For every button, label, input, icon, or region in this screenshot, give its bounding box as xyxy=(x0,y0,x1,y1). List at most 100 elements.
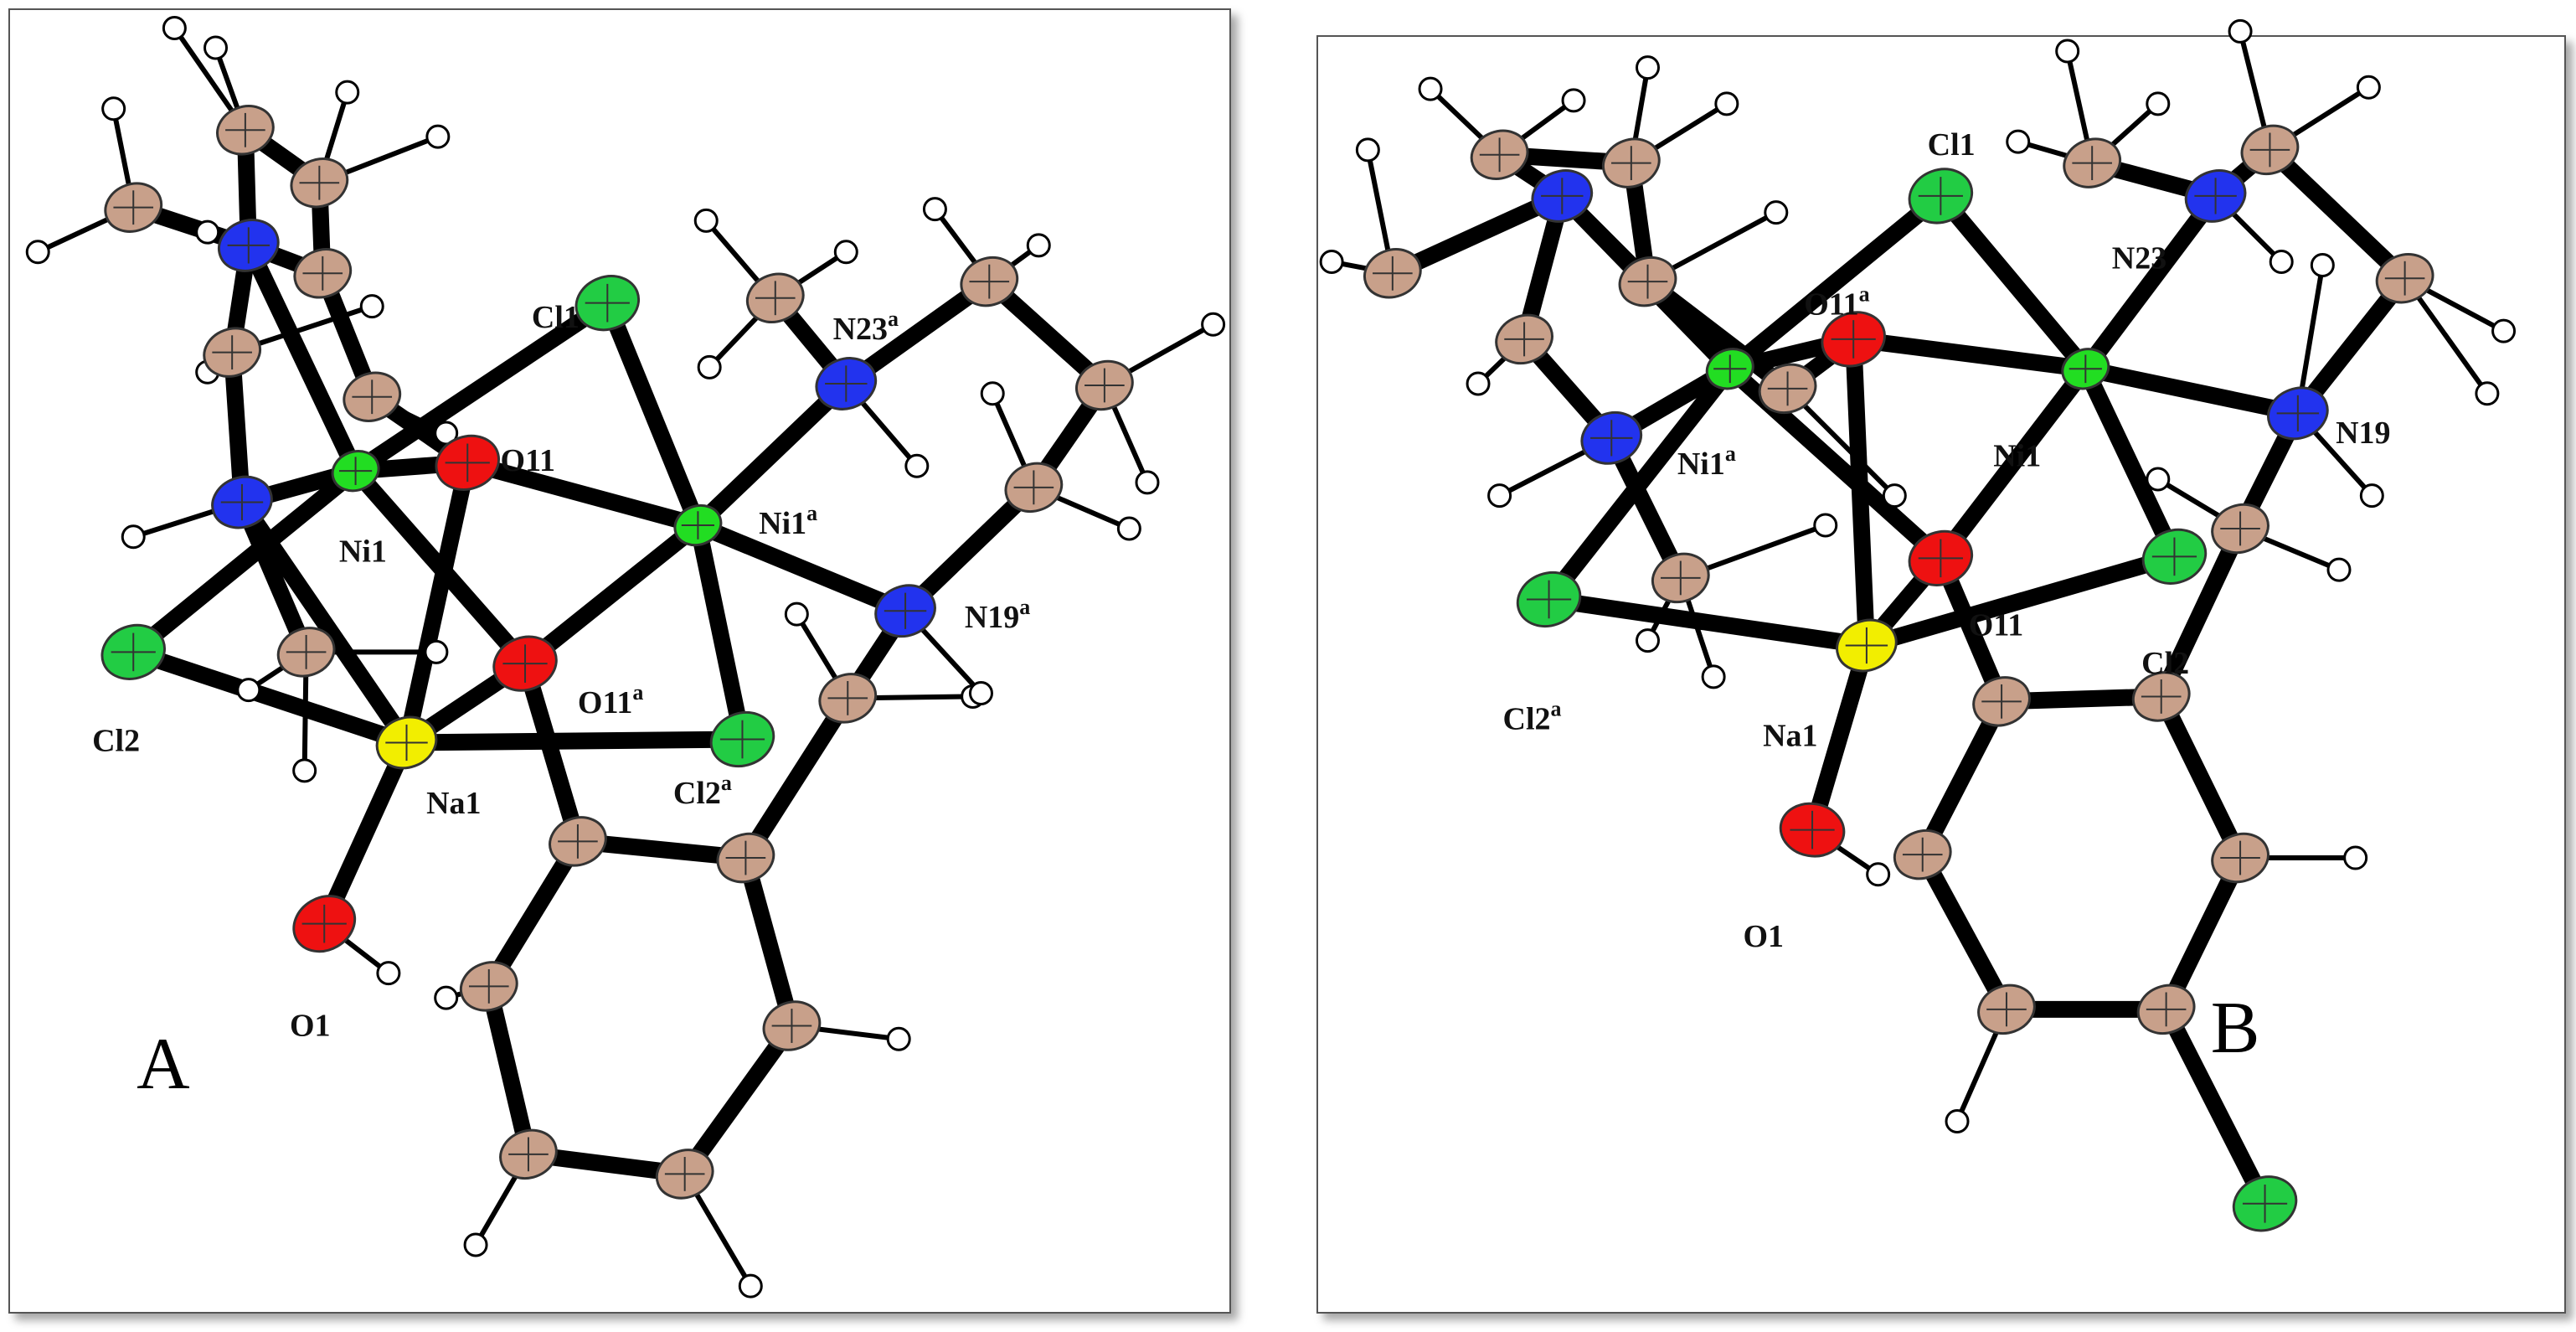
hydrogen-atom xyxy=(1418,76,1443,101)
atom-ni xyxy=(1705,348,1754,390)
hydrogen-atom xyxy=(1945,1109,1970,1134)
atom-c xyxy=(549,816,607,867)
atom-c xyxy=(2375,253,2434,304)
hydrogen-atom xyxy=(1714,91,1739,116)
atom-c xyxy=(1977,984,2036,1035)
bond xyxy=(737,689,857,867)
hydrogen-atom xyxy=(922,197,947,222)
bond xyxy=(2152,688,2249,867)
atom-label-superscript: a xyxy=(806,501,817,525)
hydrogen-atom xyxy=(1635,55,1660,80)
atom-label-cl2: Cl2 xyxy=(2141,646,2189,681)
atom-label-o11a: O11a xyxy=(578,680,643,720)
panel-label: B xyxy=(2211,988,2260,1069)
atom-label-na1: Na1 xyxy=(426,786,481,821)
bond xyxy=(480,833,586,995)
bond xyxy=(2152,519,2249,705)
hydrogen-atom xyxy=(376,961,401,986)
atom-label-cl2a: Cl2a xyxy=(1503,697,1562,737)
hydrogen-atom xyxy=(2146,467,2171,492)
atom-c xyxy=(1601,137,1661,188)
hydrogen-atom xyxy=(101,96,126,121)
hydrogen-atom xyxy=(1635,628,1660,653)
hydrogen-atom xyxy=(1319,250,1344,275)
bond xyxy=(1804,637,1875,839)
hydrogen-atom xyxy=(1561,88,1586,113)
atom-label-text: O11 xyxy=(1804,287,1858,322)
atom-c xyxy=(1363,248,1422,299)
hydrogen-atom xyxy=(292,758,317,783)
hydrogen-atom xyxy=(2491,318,2517,343)
atom-n xyxy=(1580,411,1643,465)
bond xyxy=(1914,693,2011,864)
bond xyxy=(233,493,415,751)
hydrogen-atom xyxy=(2228,18,2253,44)
atom-label-text: N19 xyxy=(2336,416,2390,451)
bond xyxy=(125,643,415,751)
bond xyxy=(1639,273,1796,397)
hydrogen-atom xyxy=(1116,516,1141,541)
hydrogen-atom xyxy=(1487,483,1512,509)
atom-c xyxy=(290,157,349,209)
atom-na xyxy=(1836,618,1898,673)
atom-c xyxy=(2136,984,2196,1035)
hydrogen-atom xyxy=(2055,39,2080,64)
atom-label-n19: N19 xyxy=(2336,416,2390,451)
atom-cl xyxy=(1908,168,1974,225)
atom-label-text: O11 xyxy=(501,443,555,478)
atom-o xyxy=(1908,529,1974,586)
atom-label-text: O1 xyxy=(290,1008,331,1043)
atom-label-ni1: Ni1 xyxy=(339,534,387,569)
atom-cl xyxy=(574,275,641,332)
atom-label-superscript: a xyxy=(1859,281,1870,306)
atom-label-text: Cl2 xyxy=(2141,646,2189,681)
atom-n xyxy=(1531,169,1594,223)
bond xyxy=(398,454,477,751)
bond xyxy=(240,236,364,480)
atom-label-text: Ni1 xyxy=(1677,447,1725,482)
atom-label-text: Na1 xyxy=(1763,718,1817,753)
atom-label-text: Ni1 xyxy=(759,506,806,541)
hydrogen-atom xyxy=(2356,75,2381,100)
atom-c xyxy=(2131,671,2191,722)
bond xyxy=(459,454,707,534)
bond xyxy=(233,493,315,661)
bond xyxy=(599,294,707,534)
hydrogen-atom xyxy=(980,381,1005,406)
hydrogen-atom xyxy=(1135,470,1160,495)
atom-cl xyxy=(2232,1175,2298,1232)
atom-label-superscript: a xyxy=(1551,697,1562,721)
atom-c xyxy=(2063,137,2122,188)
atom-label-o1: O1 xyxy=(290,1008,331,1043)
atom-n xyxy=(218,219,280,272)
bond xyxy=(737,849,801,1035)
atom-c xyxy=(2211,503,2269,555)
atom-c xyxy=(745,272,805,323)
hydrogen-atom xyxy=(1764,200,1789,225)
atom-c xyxy=(2211,832,2269,884)
atom-label-text: O11 xyxy=(1969,608,2023,643)
atom-o xyxy=(435,434,500,491)
bond xyxy=(2261,141,2414,287)
bond xyxy=(480,978,537,1163)
hydrogen-atom xyxy=(784,601,809,627)
atom-label-superscript: a xyxy=(1725,441,1736,466)
bond xyxy=(1845,330,2094,378)
atom-c xyxy=(655,1149,714,1200)
bond xyxy=(1845,330,1875,654)
hydrogen-atom xyxy=(738,1273,763,1298)
hydrogen-atom xyxy=(434,985,459,1010)
atom-n xyxy=(874,584,936,638)
atom-label-text: N23 xyxy=(833,312,888,347)
hydrogen-atom xyxy=(2326,557,2352,582)
atom-c xyxy=(203,327,262,378)
bond xyxy=(1932,360,2094,567)
hydrogen-atom xyxy=(359,294,384,319)
bond xyxy=(676,1017,801,1183)
hydrogen-atom xyxy=(1026,233,1051,258)
hydrogen-atom xyxy=(1882,483,1907,509)
hydrogen-atom xyxy=(904,453,930,478)
atom-n xyxy=(2267,386,2329,441)
